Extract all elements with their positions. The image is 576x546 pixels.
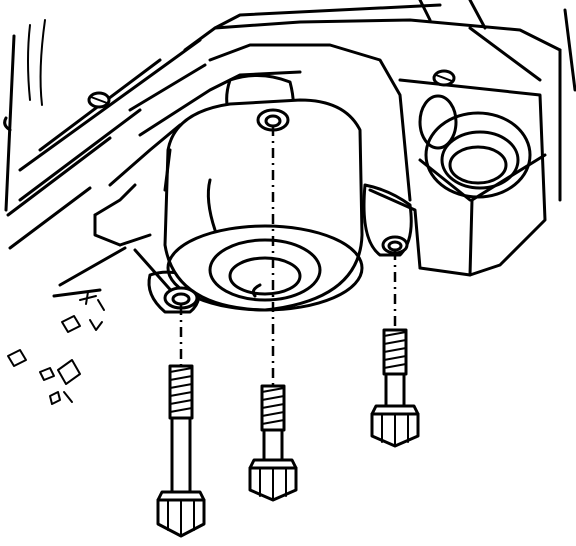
mounting-bolt-right [370, 328, 420, 448]
alignment-lines [179, 126, 397, 386]
mounting-bolt-left [156, 364, 206, 538]
bolt-hole-left [163, 286, 199, 310]
transmission-housing [3, 0, 576, 314]
bolt-hole-right [381, 235, 409, 255]
solenoid-body [163, 98, 364, 312]
casting-marks [7, 291, 105, 405]
mounting-bolt-center [248, 384, 298, 502]
